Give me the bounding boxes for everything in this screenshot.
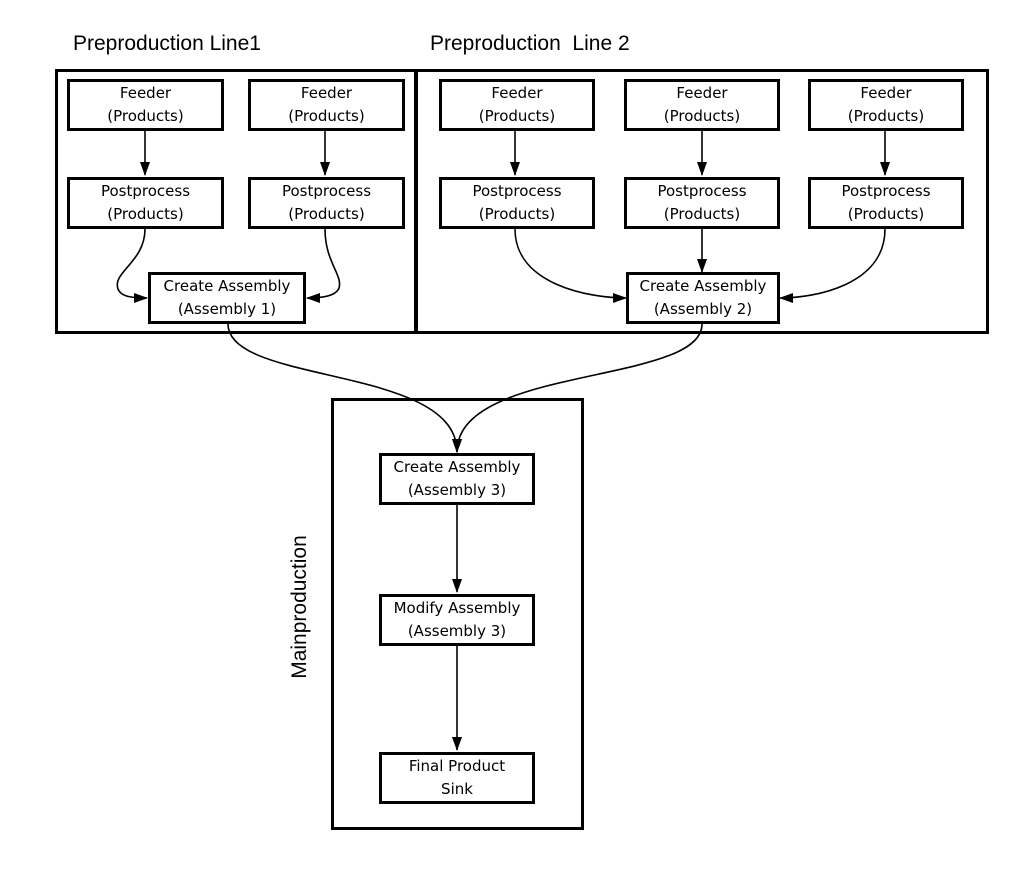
node-label-bottom: (Products) [107,107,184,125]
node-label-top: Feeder [491,84,543,102]
line2-feeder-c-node: Feeder (Products) [808,79,964,131]
node-label-top: Feeder [300,84,353,102]
node-label-top: Feeder [119,84,172,102]
node-label-top: Feeder [676,84,728,102]
node-label-top: Postprocess [281,182,372,200]
edge-l2-post-c-to-assembly [779,228,886,303]
preproduction-line2-frame [415,69,989,334]
node-label-bottom: (Products) [847,205,925,223]
node-label-bottom: (Products) [288,205,365,223]
node-label-bottom: (Products) [478,205,556,223]
main-final-product-sink-node: Final Product Sink [379,752,535,804]
line1-create-assembly-node: Create Assembly (Assembly 1) [148,272,306,324]
edge-l2-post-a-to-assembly [514,228,627,303]
node-label-bottom: (Products) [663,107,741,125]
main-modify-assembly-node: Modify Assembly (Assembly 3) [379,594,535,646]
edge-l1-post-a-to-assembly [116,228,148,303]
preproduction-line1-title: Preproduction Line1 [73,32,261,55]
node-label-bottom: (Assembly 2) [653,300,753,318]
node-label-top: Create Assembly [163,277,291,295]
node-label-top: Postprocess [841,182,931,200]
line1-postprocess-b-node: Postprocess (Products) [248,177,405,229]
line2-feeder-b-node: Feeder (Products) [624,79,780,131]
node-label-bottom: (Products) [663,205,741,223]
node-label-bottom: (Products) [847,107,925,125]
node-label-bottom: (Products) [478,107,556,125]
line1-feeder-b-node: Feeder (Products) [248,79,405,131]
main-create-assembly-node: Create Assembly (Assembly 3) [379,453,535,505]
node-label-bottom: (Assembly 3) [407,481,507,499]
node-label-bottom: (Assembly 1) [177,300,277,318]
node-label-top: Final Product [408,757,506,775]
line2-postprocess-a-node: Postprocess (Products) [439,177,595,229]
node-label-top: Modify Assembly [393,599,521,617]
node-label-top: Create Assembly [393,458,521,476]
node-label-top: Postprocess [100,182,191,200]
line2-create-assembly-node: Create Assembly (Assembly 2) [626,272,780,324]
node-label-bottom: (Products) [288,107,365,125]
node-label-top: Create Assembly [639,277,767,295]
edge-assembly2-to-main [452,323,703,453]
line2-postprocess-c-node: Postprocess (Products) [808,177,964,229]
edge-l1-post-b-to-assembly [306,228,341,303]
line1-feeder-a-node: Feeder (Products) [67,79,224,131]
edge-assembly1-to-main [227,323,462,453]
preproduction-line2-title: Preproduction Line 2 [430,32,630,55]
node-label-bottom: (Assembly 3) [407,622,507,640]
mainproduction-frame [331,398,584,830]
node-label-top: Postprocess [472,182,562,200]
node-label-top: Postprocess [657,182,747,200]
node-label-bottom: (Products) [107,205,184,223]
line1-postprocess-a-node: Postprocess (Products) [67,177,224,229]
line2-postprocess-b-node: Postprocess (Products) [624,177,780,229]
line2-feeder-a-node: Feeder (Products) [439,79,595,131]
node-label-bottom: Sink [441,780,473,798]
node-label-top: Feeder [860,84,912,102]
